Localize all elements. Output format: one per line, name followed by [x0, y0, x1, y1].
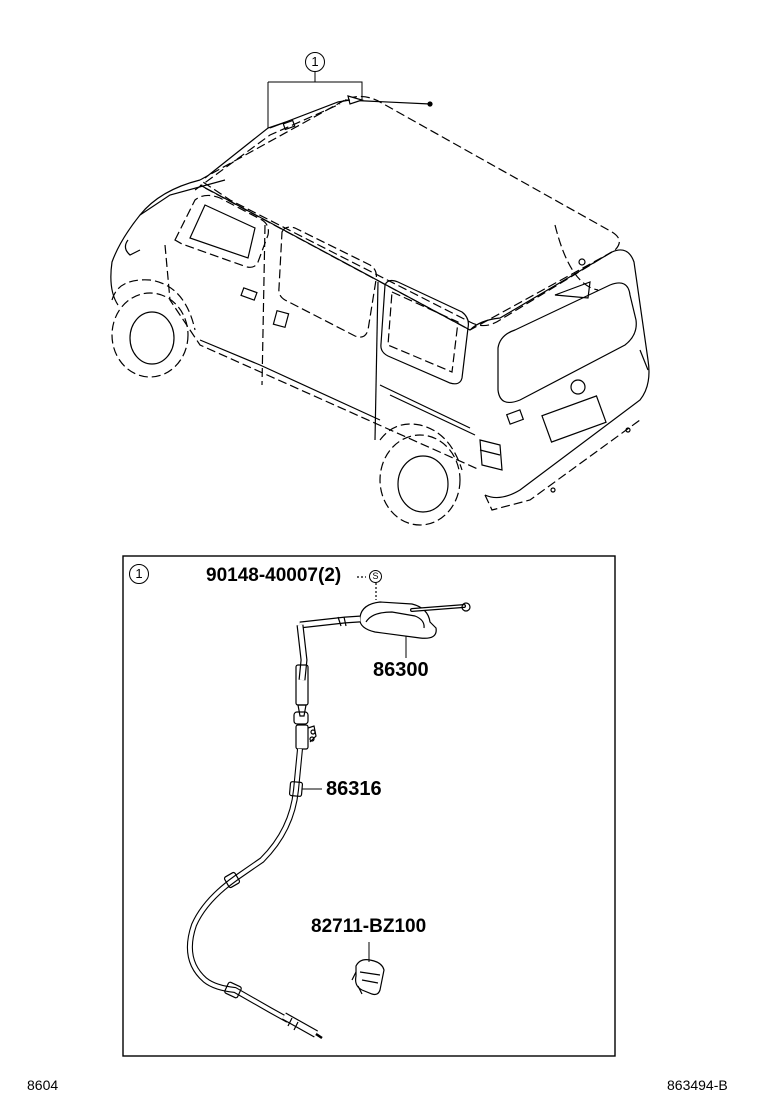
part-number-antenna: 86300 [373, 659, 429, 681]
van-illustration [110, 72, 650, 526]
part-number-screw: 90148-40007(2) [206, 565, 342, 586]
screw-marker: S [369, 570, 382, 583]
detail-frame [122, 555, 616, 1057]
antenna-cable [186, 748, 323, 1040]
callout-marker-detail: 1 [129, 564, 149, 584]
footer-left-code: 8604 [27, 1077, 59, 1093]
clip-part [351, 942, 385, 996]
callout-marker-top: 1 [305, 52, 325, 72]
footer-right-code: 863494-B [667, 1077, 728, 1093]
part-number-cable: 86316 [326, 778, 382, 800]
antenna-assembly [296, 601, 471, 681]
part-number-clip: 82711-BZ100 [311, 916, 427, 937]
connector-upper [293, 664, 317, 750]
